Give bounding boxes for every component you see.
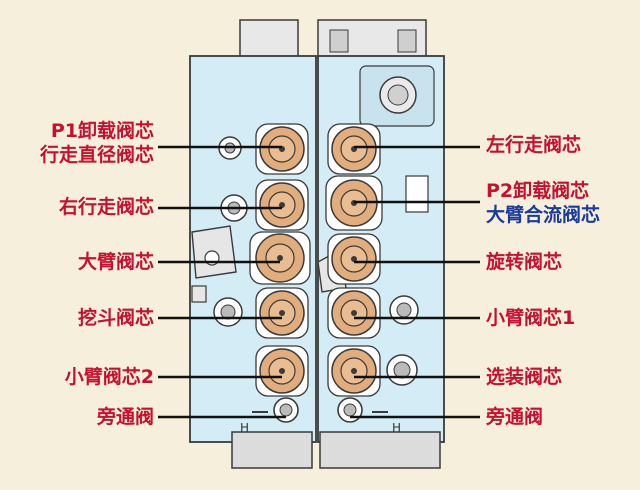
top-cap-left [239, 19, 299, 59]
spool-left-2 [255, 179, 309, 231]
base-plate-right [319, 431, 441, 469]
spool-right-1 [327, 123, 381, 175]
label-arm-valve-1: 小臂阀芯1 [486, 307, 576, 329]
spool-left-5 [255, 345, 309, 397]
label-left-travel-valve: 左行走阀芯 [486, 134, 582, 156]
label-swing-valve: 旋转阀芯 [486, 251, 563, 273]
h-mark-right: H [392, 421, 401, 435]
label-boom-valve: 大臂阀芯 [77, 251, 154, 273]
label-p1-unload-valve: P1卸载阀芯 [50, 120, 154, 142]
h-mark-left: H [240, 421, 249, 435]
label-boom-confluence-valve: 大臂合流阀芯 [486, 204, 601, 226]
label-p2-unload-valve: P2卸载阀芯 [486, 180, 590, 202]
label-bypass-valve-left: 旁通阀 [96, 406, 154, 428]
label-bucket-valve: 挖斗阀芯 [77, 307, 154, 329]
spool-right-3 [327, 233, 381, 285]
label-option-valve: 选装阀芯 [486, 366, 563, 388]
leader-lines [158, 145, 480, 419]
label-travel-straight-valve: 行走直径阀芯 [39, 144, 154, 166]
base-plate-left [231, 431, 313, 469]
label-bypass-valve-right: 旁通阀 [486, 406, 544, 428]
spool-right-5 [327, 345, 381, 397]
spool-left-4 [255, 287, 309, 339]
spool-left-3 [249, 231, 311, 285]
spool-right-4 [327, 287, 381, 339]
spool-left-1 [255, 123, 309, 175]
label-arm-valve-2: 小臂阀芯2 [64, 366, 154, 388]
label-right-travel-valve: 右行走阀芯 [58, 196, 154, 218]
